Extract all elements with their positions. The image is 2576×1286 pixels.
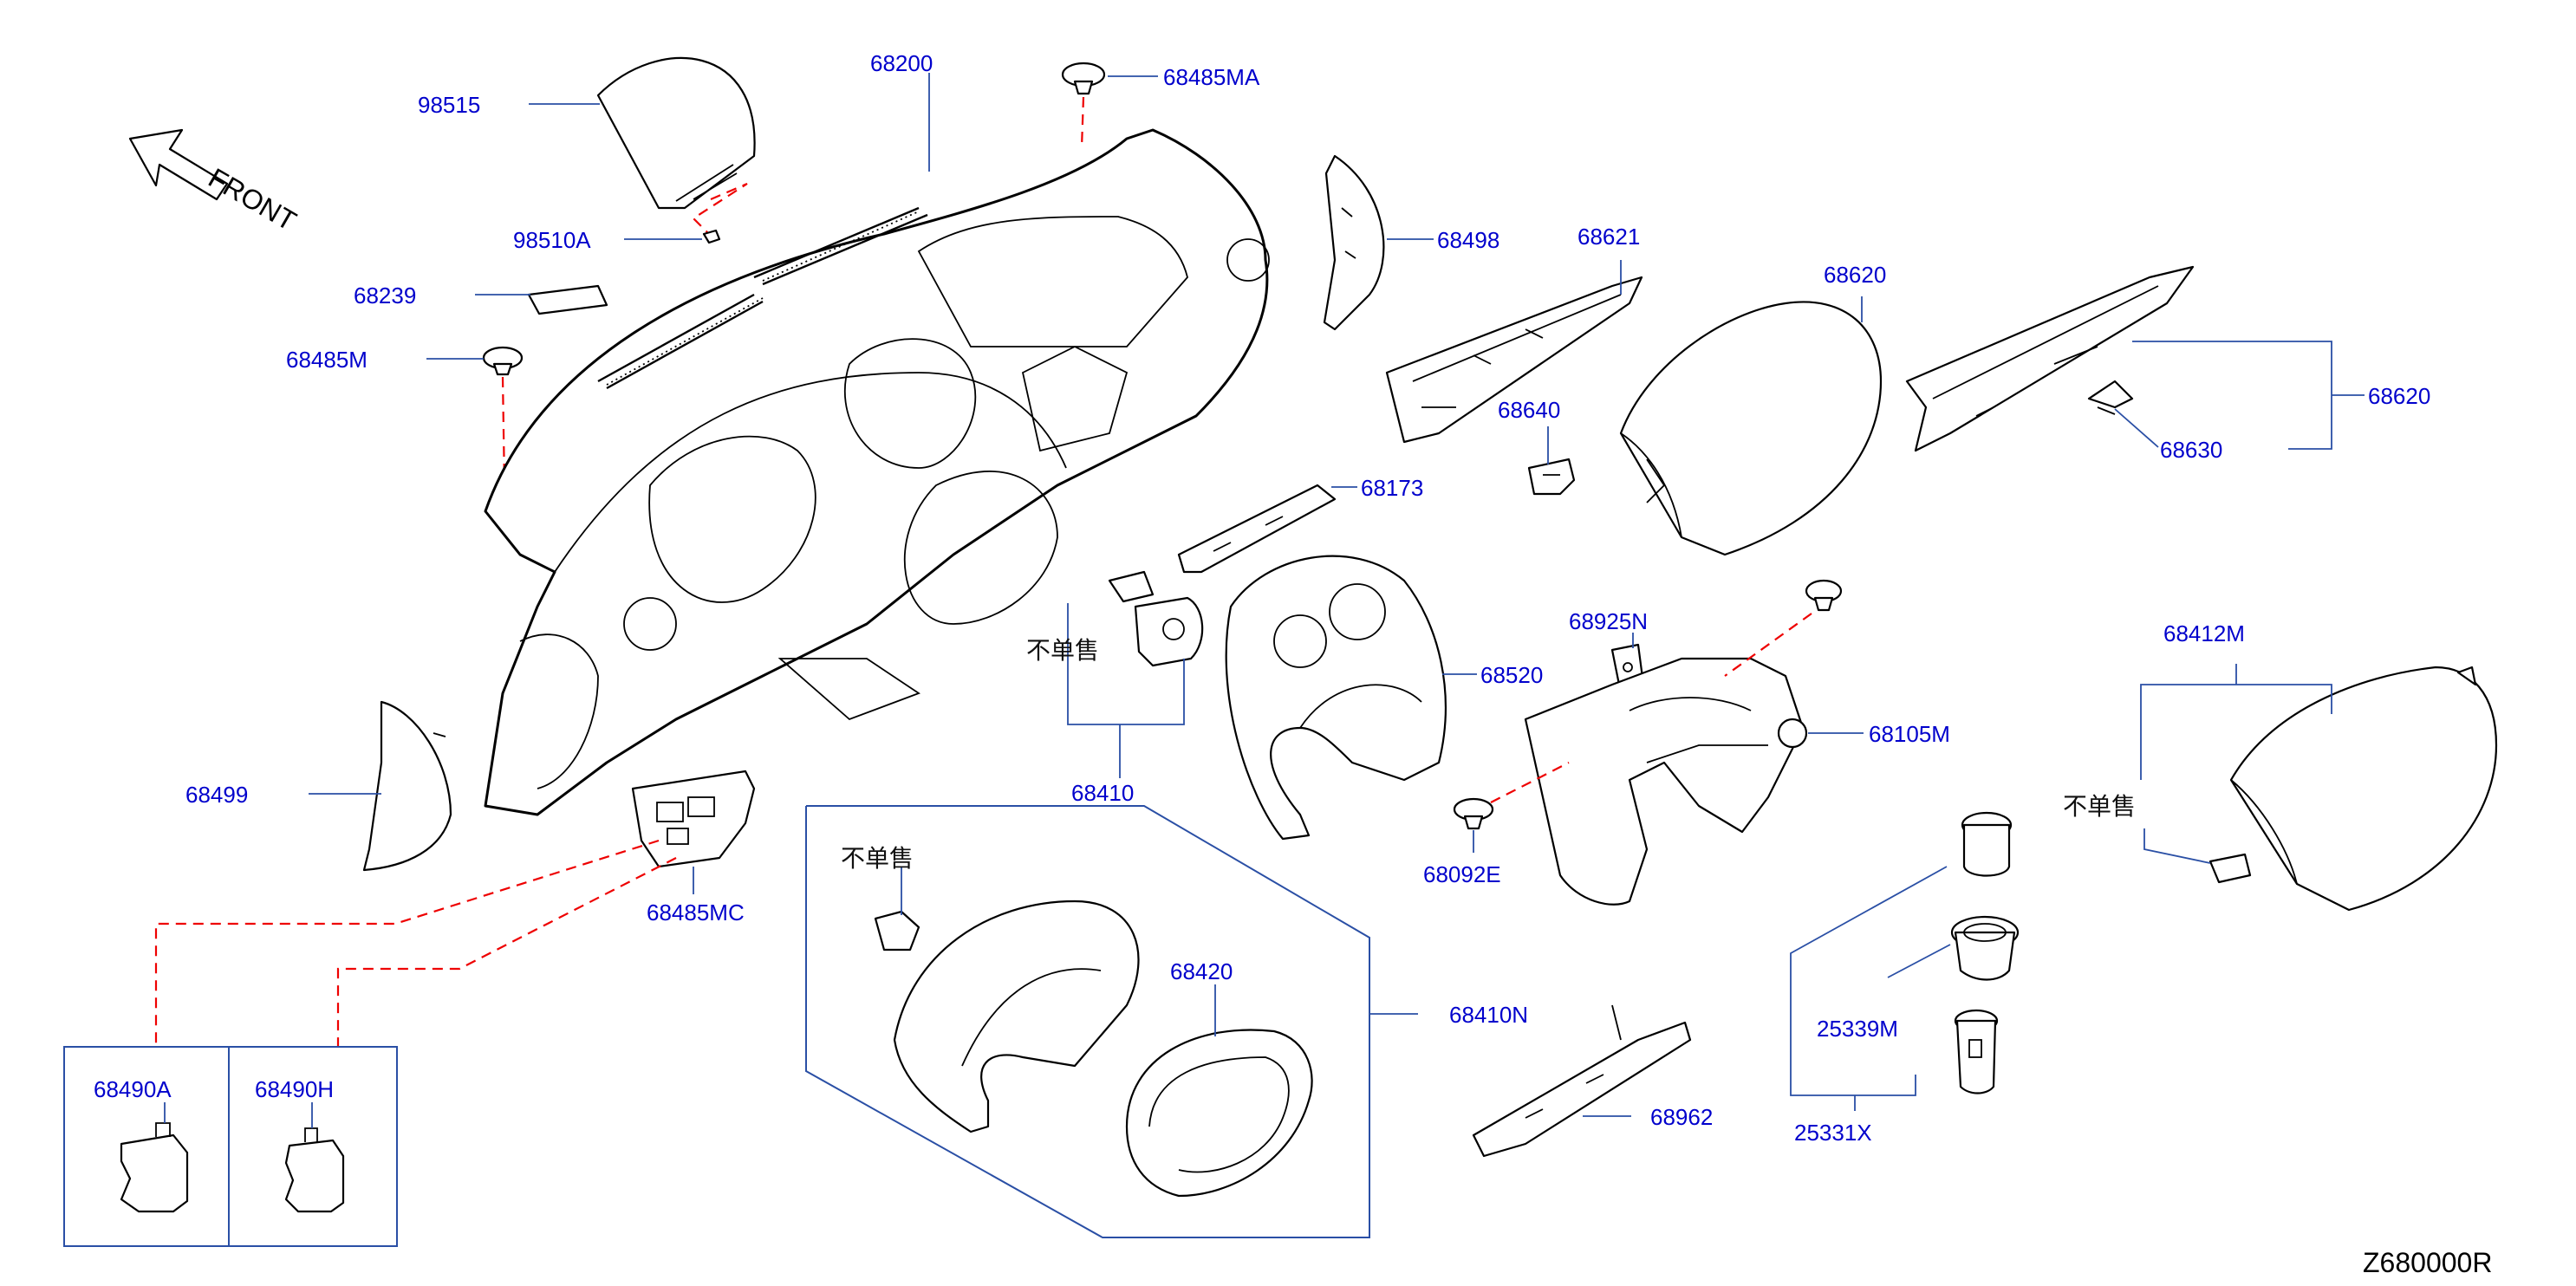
part-25331X-icon — [1954, 1009, 1999, 1094]
label-68485MC: 68485MC — [647, 900, 745, 926]
label-68490A: 68490A — [94, 1076, 172, 1102]
part-68239-icon — [527, 284, 608, 315]
label-68630: 68630 — [2160, 437, 2222, 463]
label-98515: 98515 — [418, 92, 480, 118]
not-sold-separately-note-68412M: 不单售 — [2063, 792, 2136, 821]
part-68620-glovebox-icon — [1619, 301, 1883, 556]
label-68962: 68962 — [1650, 1104, 1713, 1130]
part-68621-icon — [1385, 276, 1643, 444]
not-sold-separately-note-68410N: 不单售 — [841, 844, 914, 873]
label-68640: 68640 — [1498, 397, 1560, 423]
label-68485M: 68485M — [286, 347, 368, 373]
part-68410-pieces-icon — [1108, 570, 1204, 667]
label-68490H: 68490H — [255, 1076, 334, 1102]
part-68490A-icon — [120, 1122, 189, 1213]
part-socket-plug-icon — [1961, 811, 2013, 877]
label-68239: 68239 — [354, 283, 416, 309]
switch-blank-box — [63, 1046, 398, 1247]
part-68620-frame-icon — [1905, 265, 2195, 452]
part-68520-icon — [1225, 555, 1447, 841]
label-68485MA: 68485MA — [1163, 64, 1260, 90]
part-68412M-clip-icon — [2208, 853, 2252, 884]
part-25339M-icon — [1950, 915, 2020, 981]
push-clip-icon — [1805, 579, 1843, 612]
part-68200-instrument-panel-icon — [484, 128, 1270, 816]
part-68490H-icon — [284, 1127, 345, 1213]
diagram-code: Z680000R — [2363, 1247, 2492, 1278]
part-68412M-icon — [2229, 666, 2498, 912]
label-68410N: 68410N — [1449, 1002, 1528, 1028]
part-68485M-icon — [482, 346, 524, 376]
not-sold-separately-note-68410: 不单售 — [1026, 636, 1099, 665]
label-68200: 68200 — [870, 50, 933, 76]
label-68410: 68410 — [1071, 780, 1134, 806]
label-68925N: 68925N — [1569, 608, 1648, 634]
part-68410N-clip-icon — [874, 910, 920, 952]
label-25339M: 25339M — [1817, 1016, 1898, 1042]
part-68962-icon — [1472, 1004, 1692, 1158]
part-68173-icon — [1177, 484, 1337, 574]
label-68105M: 68105M — [1869, 721, 1950, 747]
label-68420: 68420 — [1170, 958, 1233, 984]
label-98510A: 98510A — [513, 227, 591, 253]
part-68105M-icon — [1524, 657, 1808, 906]
label-68412M: 68412M — [2163, 620, 2245, 646]
label-68499: 68499 — [185, 782, 248, 808]
part-68485MA-icon — [1061, 62, 1106, 95]
part-68498-icon — [1323, 154, 1385, 331]
part-98510A-icon — [702, 229, 721, 244]
label-68498: 68498 — [1437, 227, 1499, 253]
label-68620-glovebox: 68620 — [1824, 262, 1886, 288]
front-arrow-icon — [128, 128, 229, 201]
part-68410N-group-box — [805, 805, 1370, 1238]
defroster-grille-icon — [597, 206, 928, 390]
label-25331X: 25331X — [1794, 1120, 1872, 1146]
part-68485MC-icon — [631, 770, 756, 868]
part-98515-icon — [596, 57, 756, 210]
label-68520: 68520 — [1480, 662, 1543, 688]
label-68620-frame: 68620 — [2368, 383, 2430, 409]
label-68621: 68621 — [1577, 224, 1640, 250]
label-68092E: 68092E — [1423, 861, 1501, 887]
part-68420-bezel-icon — [1125, 1029, 1313, 1198]
part-68092E-icon — [1453, 797, 1494, 830]
part-68630-icon — [2087, 380, 2134, 415]
part-68499-icon — [362, 700, 452, 872]
part-68640-icon — [1527, 458, 1576, 496]
front-label: FRONT — [204, 162, 302, 237]
part-68410N-cluster-hood-icon — [893, 900, 1140, 1133]
label-68173: 68173 — [1361, 475, 1423, 501]
